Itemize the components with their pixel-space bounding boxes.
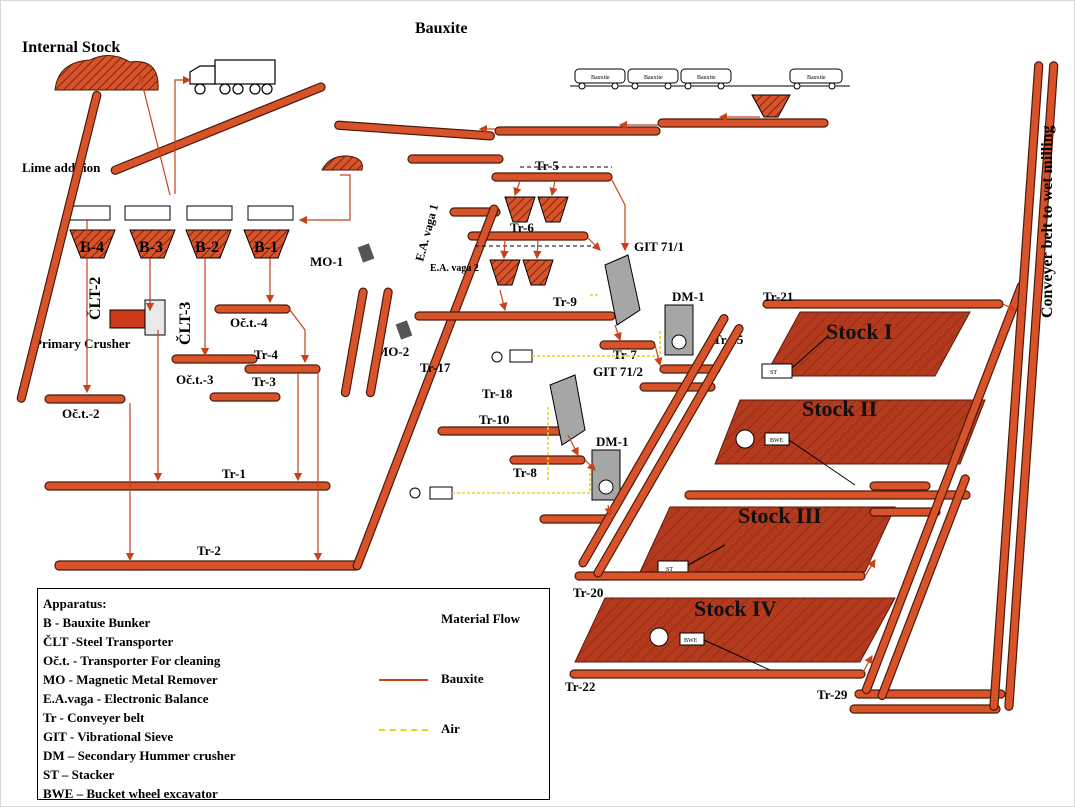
tr10-label: Tr-10: [479, 412, 509, 427]
tr17-label: Tr-17: [420, 360, 451, 375]
tr20-label: Tr-20: [573, 585, 603, 600]
tr3-label: Tr-3: [252, 374, 276, 389]
stock-conveyors: [569, 61, 1059, 714]
legend-box: Apparatus: B - Bauxite Bunker ČLT -Steel…: [37, 588, 550, 803]
ea-vaga1-label: E.A. vaga 1: [412, 202, 441, 262]
mo1-device: [357, 243, 375, 263]
stock-4-label: Stock IV: [694, 596, 777, 621]
middle-conveyors: [340, 287, 721, 524]
stock-3-pile: [639, 506, 896, 573]
cleaning-transporters: [44, 304, 321, 404]
legend-heading: Apparatus:: [43, 596, 107, 611]
st-label-2: ST: [666, 567, 673, 573]
wagon-label-1: Bauxite: [591, 75, 610, 81]
tr6-label: Tr-6: [510, 220, 534, 235]
tr22-label: Tr-22: [565, 679, 595, 694]
ea-vaga2-label: E.A. vaga 2: [430, 263, 479, 274]
screen-hoppers: [489, 196, 569, 286]
bwe-1: [735, 429, 856, 486]
legend-item: MO - Magnetic Metal Remover: [43, 672, 218, 687]
wagon-label-3: Bauxite: [697, 75, 716, 81]
bwe-2: [649, 627, 771, 671]
tr29-label: Tr-29: [817, 687, 848, 702]
primary-crusher-feed: [144, 299, 166, 336]
tr4-label: Tr-4: [254, 347, 278, 362]
legend-air-label: Air: [441, 721, 460, 736]
bunker-b4-label: B-4: [80, 239, 104, 256]
git2-label: GIT 71/2: [593, 364, 643, 379]
stock-3-label: Stock III: [738, 503, 822, 528]
oct2-label: Oč.t.-2: [62, 406, 100, 421]
tr1-label: Tr-1: [222, 466, 246, 481]
wagon-label-2: Bauxite: [644, 75, 663, 81]
stock-4-pile: [574, 597, 896, 663]
primary-crusher-label: Primary Crusher: [34, 336, 131, 351]
rail-hopper: [751, 94, 791, 118]
lime-pile: [321, 155, 363, 171]
legend-air-line: [379, 729, 428, 731]
bunker-b3-label: B-3: [139, 239, 163, 256]
legend-bauxite-line: [379, 679, 428, 681]
mo2-label: MO-2: [376, 344, 409, 359]
dm1b-label: DM-1: [596, 434, 629, 449]
wagon-label-4: Bauxite: [807, 75, 826, 81]
legend-item: BWE – Bucket wheel excavator: [43, 786, 218, 801]
legend-item: DM – Secondary Hummer crusher: [43, 748, 236, 763]
stock-1-pile: [764, 311, 971, 377]
tr21-label: Tr-21: [763, 289, 793, 304]
clt2-label: ČLT-2: [85, 277, 104, 320]
bwe-label-1: BWE: [770, 438, 784, 444]
tr2-label: Tr-2: [197, 543, 221, 558]
legend-item: ST – Stacker: [43, 767, 115, 782]
lime-addition-label: Lime addition: [22, 160, 101, 175]
tr7-label: Tr-7: [613, 347, 637, 362]
bunker-b1-label: B-1: [254, 239, 278, 256]
legend-item: Tr - Conveyer belt: [43, 710, 145, 725]
internal-stock-label: Internal Stock: [22, 39, 120, 56]
git1-label: GIT 71/1: [634, 239, 684, 254]
tr9-label: Tr-9: [553, 294, 577, 309]
tr5-label: Tr-5: [535, 158, 559, 173]
diagram-title: Bauxite: [415, 20, 467, 37]
truck-icon: [189, 59, 276, 95]
mo1-label: MO-1: [310, 254, 343, 269]
legend-item: ČLT -Steel Transporter: [43, 634, 174, 649]
st-label-1: ST: [770, 370, 777, 376]
air-lines: [452, 294, 661, 494]
stock-2-label: Stock II: [802, 396, 877, 421]
dm1a-label: DM-1: [672, 289, 705, 304]
legend-flow-title: Material Flow: [441, 611, 521, 626]
stock-1-label: Stock I: [826, 319, 893, 344]
legend-item: GIT - Vibrational Sieve: [43, 729, 174, 744]
legend-items: Apparatus: B - Bauxite Bunker ČLT -Steel…: [43, 594, 236, 803]
mo2-device: [395, 320, 413, 340]
wet-milling-label: Conveyer belt to wet milling: [1039, 125, 1056, 318]
air-fans: [409, 349, 533, 500]
rail-wagons-icon: [570, 68, 850, 90]
stock-yards: [574, 311, 986, 663]
internal-stock-pile: [54, 55, 159, 91]
tr18-label: Tr-18: [482, 386, 513, 401]
bauxite-flow-lines: [82, 73, 1017, 675]
tr8-label: Tr-8: [513, 465, 537, 480]
oct3-label: Oč.t.-3: [176, 372, 214, 387]
legend-item: B - Bauxite Bunker: [43, 615, 151, 630]
oct4-label: Oč.t.-4: [230, 315, 268, 330]
bwe-label-2: BWE: [684, 638, 698, 644]
bunker-b2-label: B-2: [195, 239, 219, 256]
legend-bauxite-label: Bauxite: [441, 671, 484, 686]
bunkers: [69, 229, 290, 259]
legend-item: E.A.vaga - Electronic Balance: [43, 691, 209, 706]
bunker-screens: [64, 205, 294, 221]
vibrational-sieves: [549, 254, 641, 446]
hammer-crushers: [591, 304, 694, 501]
stacker-1: [761, 335, 829, 379]
legend-item: Oč.t. - Transporter For cleaning: [43, 653, 221, 668]
main-conveyors: [16, 90, 499, 571]
top-conveyor-system: [110, 82, 829, 241]
clt3-label: ČLT-3: [175, 302, 194, 345]
stock-2-pile: [714, 399, 986, 465]
